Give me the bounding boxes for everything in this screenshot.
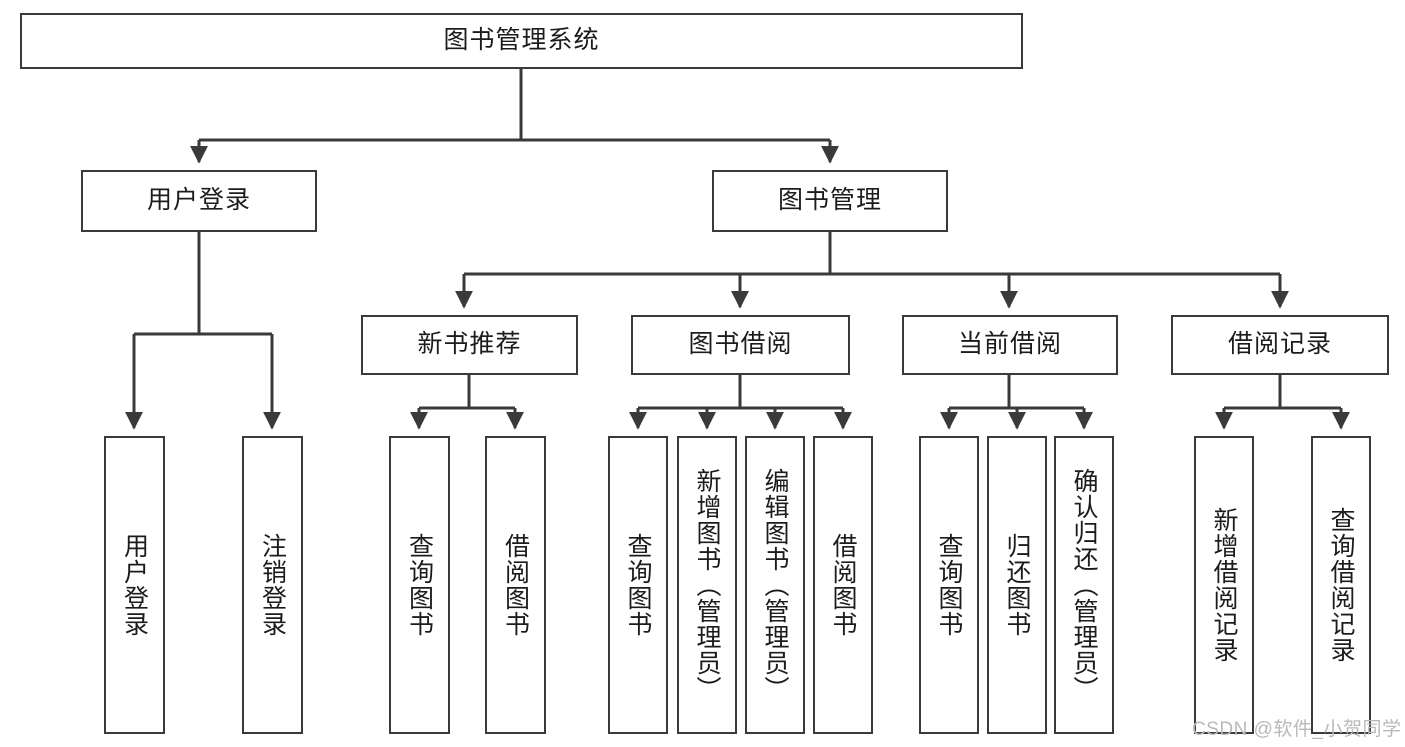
leaf-label: 用户登录: [120, 533, 149, 637]
node-current-borrow[interactable]: 当前借阅: [902, 315, 1118, 375]
leaf-label: 借阅图书: [829, 533, 857, 637]
node-leaf-query-book-2[interactable]: 查询图书: [608, 436, 668, 734]
leaf-label: 查询图书: [405, 533, 434, 637]
leaf-label: 新增图书（管理员）: [693, 468, 721, 702]
node-user-login[interactable]: 用户登录: [81, 170, 317, 232]
leaf-label: 注销登录: [258, 533, 287, 637]
node-leaf-query-book-3[interactable]: 查询图书: [919, 436, 979, 734]
leaf-label: 新增借阅记录: [1210, 507, 1238, 663]
leaf-label: 查询借阅记录: [1327, 507, 1355, 663]
node-leaf-add-record[interactable]: 新增借阅记录: [1194, 436, 1254, 734]
node-leaf-borrow-book-2[interactable]: 借阅图书: [813, 436, 873, 734]
leaf-label: 借阅图书: [501, 533, 530, 637]
node-root[interactable]: 图书管理系统: [20, 13, 1023, 69]
leaf-label: 编辑图书（管理员）: [761, 468, 789, 702]
node-new-book-recommend[interactable]: 新书推荐: [361, 315, 578, 375]
node-leaf-user-login[interactable]: 用户登录: [104, 436, 165, 734]
node-leaf-return-book[interactable]: 归还图书: [987, 436, 1047, 734]
leaf-label: 查询图书: [624, 533, 652, 637]
node-borrow-record[interactable]: 借阅记录: [1171, 315, 1389, 375]
node-leaf-add-book[interactable]: 新增图书（管理员）: [677, 436, 737, 734]
node-leaf-query-record[interactable]: 查询借阅记录: [1311, 436, 1371, 734]
node-leaf-borrow-book-1[interactable]: 借阅图书: [485, 436, 546, 734]
node-book-manage[interactable]: 图书管理: [712, 170, 948, 232]
leaf-label: 确认归还（管理员）: [1070, 468, 1098, 702]
node-leaf-query-book-1[interactable]: 查询图书: [389, 436, 450, 734]
csdn-watermark: CSDN @软件_小贺同学: [1192, 719, 1402, 740]
node-leaf-logout[interactable]: 注销登录: [242, 436, 303, 734]
node-book-borrow[interactable]: 图书借阅: [631, 315, 850, 375]
leaf-label: 归还图书: [1003, 533, 1031, 637]
leaf-label: 查询图书: [935, 533, 963, 637]
node-leaf-edit-book[interactable]: 编辑图书（管理员）: [745, 436, 805, 734]
node-leaf-confirm-return[interactable]: 确认归还（管理员）: [1054, 436, 1114, 734]
